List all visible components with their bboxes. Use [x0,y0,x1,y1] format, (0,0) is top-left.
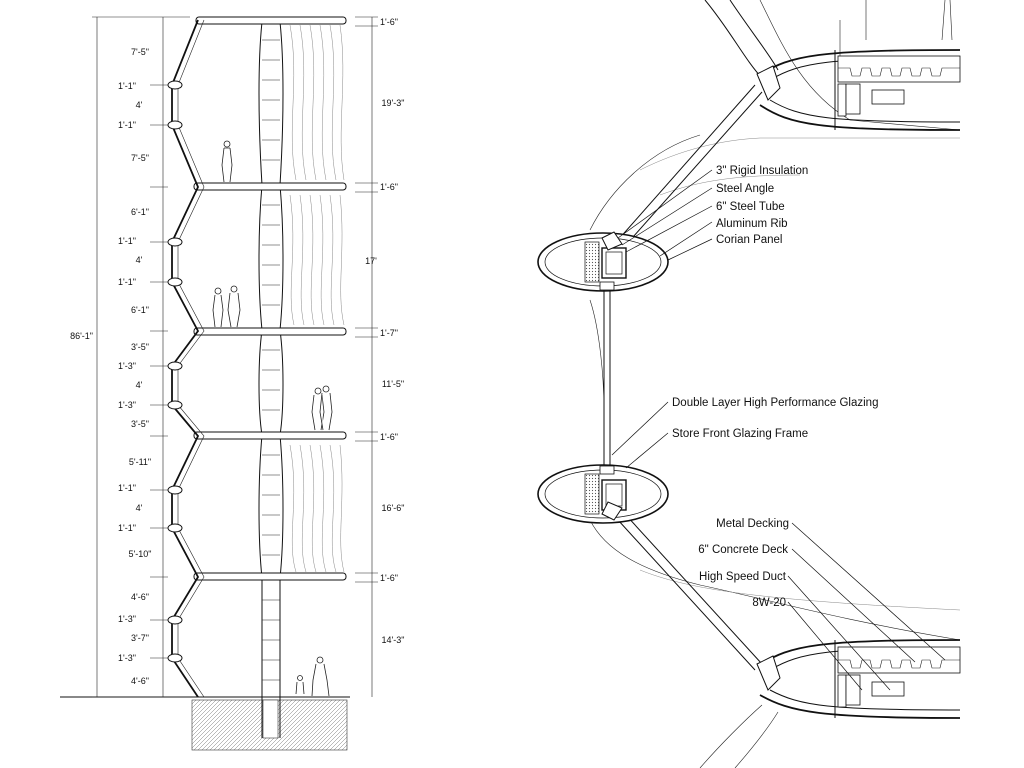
wall-section: 86'-1" 7'-5" 1'-1" 4' 1'-1" 7'-5" 6'-1" … [60,16,404,751]
svg-text:11'-5": 11'-5" [382,379,404,389]
label-double-glazing: Double Layer High Performance Glazing [672,397,878,409]
svg-text:1'-3": 1'-3" [118,614,136,624]
facade-profile-inner [177,19,205,698]
svg-text:1'-1": 1'-1" [118,277,136,287]
right-dimension-labels: 1'-6" 19'-3" 1'-6" 17' 1'-7" 11'-5" 1'-6… [365,17,404,645]
svg-text:1'-6": 1'-6" [380,182,398,192]
svg-text:1'-1": 1'-1" [118,523,136,533]
svg-text:1'-1": 1'-1" [118,120,136,130]
label-rigid-insulation: 3" Rigid Insulation [716,165,808,177]
svg-text:1'-6": 1'-6" [380,573,398,583]
leader-lines [611,169,946,691]
svg-text:6'-1": 6'-1" [131,305,149,315]
svg-text:6'-1": 6'-1" [131,207,149,217]
dim-overall-height: 86'-1" [70,331,93,341]
svg-text:5'-10": 5'-10" [129,549,152,559]
svg-text:1'-3": 1'-3" [118,361,136,371]
svg-text:1'-3": 1'-3" [118,400,136,410]
svg-text:19'-3": 19'-3" [382,98,405,108]
human-figures [212,140,333,697]
svg-text:16'-6": 16'-6" [382,503,405,513]
label-corian-panel: Corian Panel [716,234,782,246]
svg-text:3'-5": 3'-5" [131,419,149,429]
facade-nodes [167,80,183,663]
svg-text:4': 4' [136,255,143,265]
label-beam-8w20: 8W-20 [752,597,786,609]
floor-slabs [193,16,347,581]
middle-labels: Double Layer High Performance Glazing St… [672,397,878,440]
diagonal-glazing [617,84,763,671]
lower-slab-detail [756,639,961,719]
envelope-curve-mid [639,137,961,611]
svg-text:14'-3": 14'-3" [382,635,405,645]
fabric-curtain-lines [289,24,345,573]
svg-text:4': 4' [136,503,143,513]
label-aluminum-rib: Aluminum Rib [716,218,788,230]
upper-labels: 3" Rigid Insulation Steel Angle 6" Steel… [716,165,808,246]
facade-detail: 3" Rigid Insulation Steel Angle 6" Steel… [537,0,961,768]
svg-text:1'-1": 1'-1" [118,81,136,91]
envelope-curve-upper [704,0,779,79]
central-column [258,21,284,738]
label-steel-tube: 6" Steel Tube [716,201,785,213]
upper-node [537,231,669,292]
lower-node [537,464,669,524]
svg-text:1'-1": 1'-1" [118,483,136,493]
vertical-glazing [603,290,611,468]
svg-text:1'-3": 1'-3" [118,653,136,663]
svg-text:1'-1": 1'-1" [118,236,136,246]
svg-text:7'-5": 7'-5" [131,153,149,163]
svg-text:17': 17' [365,256,377,266]
foundation-pile [262,699,279,739]
lower-labels: Metal Decking 6" Concrete Deck High Spee… [698,518,789,609]
svg-text:1'-7": 1'-7" [380,328,398,338]
svg-text:4'-6": 4'-6" [131,676,149,686]
svg-text:7'-5": 7'-5" [131,47,149,57]
envelope-curve-outer [589,0,961,768]
facade-profile [171,19,200,698]
label-store-front-frame: Store Front Glazing Frame [672,428,808,440]
svg-text:1'-6": 1'-6" [380,432,398,442]
label-steel-angle: Steel Angle [716,183,774,195]
label-concrete-deck: 6" Concrete Deck [698,544,788,556]
label-metal-decking: Metal Decking [716,518,789,530]
svg-text:4'-6": 4'-6" [131,592,149,602]
svg-text:5'-11": 5'-11" [129,457,151,467]
column-segments [262,39,280,681]
svg-text:3'-5": 3'-5" [131,342,149,352]
svg-text:4': 4' [136,100,143,110]
left-dimension-labels: 7'-5" 1'-1" 4' 1'-1" 7'-5" 6'-1" 1'-1" 4… [118,47,151,686]
label-high-speed-duct: High Speed Duct [699,571,787,583]
svg-text:3'-7": 3'-7" [131,633,149,643]
upper-slab-detail [756,0,961,131]
dimension-lines [92,16,378,698]
svg-text:1'-6": 1'-6" [380,17,398,27]
svg-text:4': 4' [136,380,143,390]
